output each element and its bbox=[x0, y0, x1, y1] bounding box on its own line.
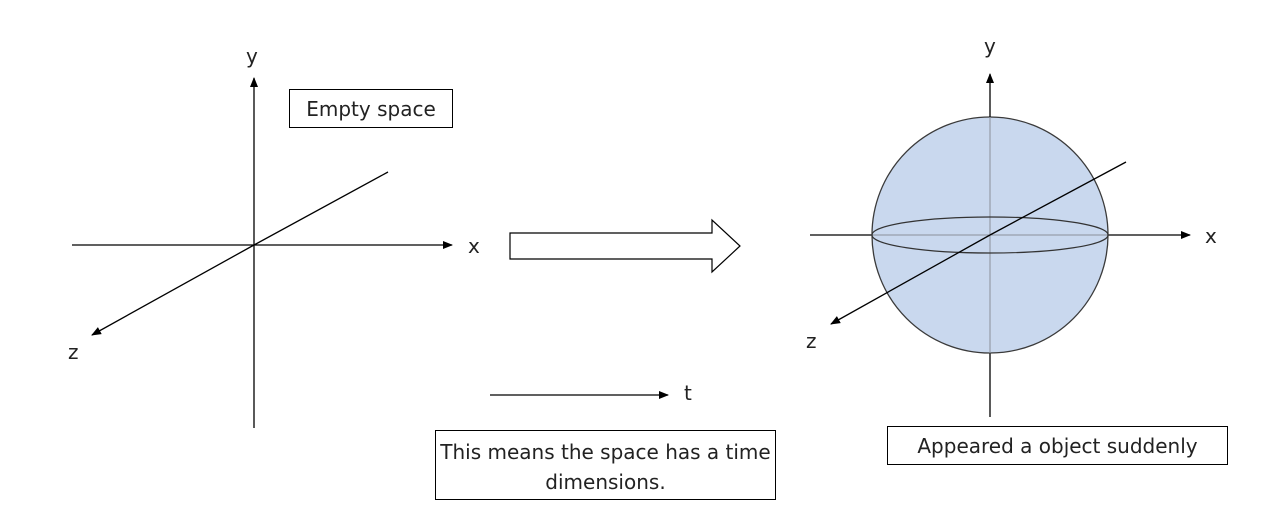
empty-space-caption: Empty space bbox=[289, 89, 453, 128]
appeared-object-caption: Appeared a object suddenly bbox=[887, 426, 1228, 465]
left-z-axis bbox=[253, 171, 389, 246]
right-axes-and-sphere bbox=[810, 73, 1191, 417]
time-dimension-note-text: This means the space has a time dimensio… bbox=[440, 440, 771, 494]
time-dimension-note: This means the space has a time dimensio… bbox=[435, 430, 776, 500]
right-y-label: y bbox=[984, 34, 996, 58]
sphere-equator bbox=[871, 216, 1109, 254]
right-z-label: z bbox=[806, 329, 817, 353]
left-axes bbox=[72, 77, 453, 428]
right-z-axis-arrow bbox=[830, 234, 991, 325]
appeared-object-caption-text: Appeared a object suddenly bbox=[917, 433, 1198, 458]
right-x-label: x bbox=[1205, 224, 1217, 248]
empty-space-caption-text: Empty space bbox=[306, 96, 436, 121]
left-z-axis-arrow bbox=[91, 244, 255, 336]
right-z-axis bbox=[989, 161, 1127, 236]
block-arrow bbox=[509, 218, 741, 274]
time-label: t bbox=[684, 381, 692, 405]
left-z-label: z bbox=[68, 340, 79, 364]
left-y-label: y bbox=[246, 44, 258, 68]
left-x-label: x bbox=[468, 234, 480, 258]
